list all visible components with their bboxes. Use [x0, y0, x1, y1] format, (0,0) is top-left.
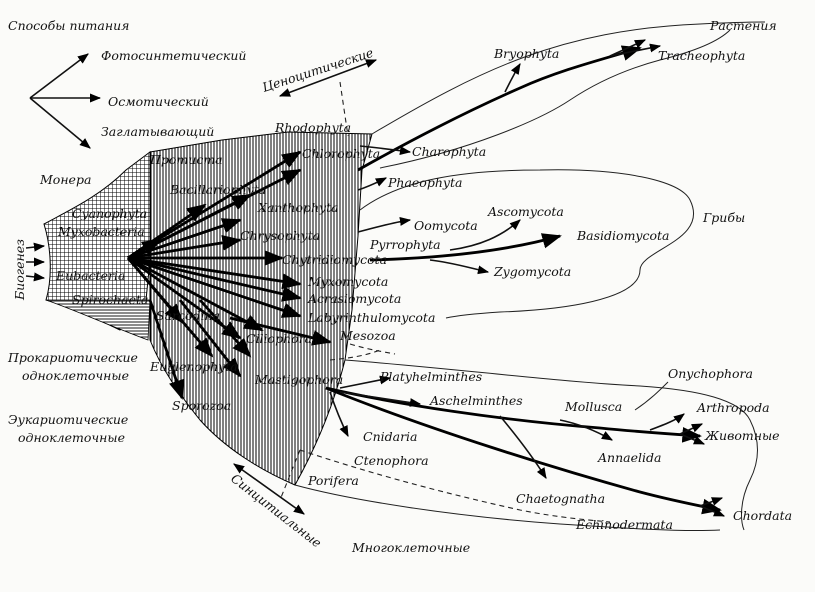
taxon-chlorophyta: Chlorophyta: [302, 146, 380, 161]
taxon-zygomycota: Zygomycota: [493, 264, 571, 279]
taxon-acrasiomycota: Acrasiomycota: [307, 291, 401, 306]
taxon-sporozoa: Sporozoa: [172, 398, 231, 413]
nutrition-arrows: [29, 53, 102, 149]
taxon-sarcodina: Sarcodina: [156, 308, 220, 323]
taxon-bryophyta: Bryophyta: [493, 46, 559, 61]
taxon-basidiomycota: Basidiomycota: [576, 228, 670, 243]
taxon-pyrrophyta: Pyrrophyta: [369, 237, 441, 252]
taxon-ciliophora: Ciliophora: [246, 331, 312, 346]
taxon-rhodophyta: Rhodophyta: [274, 120, 351, 135]
syncytial-double-arrow: [233, 463, 305, 515]
taxon-chytridiomycota: Chytridiomycota: [282, 252, 387, 267]
prokaryote-hline-region: [45, 299, 151, 341]
label-osmotic: Осмотический: [108, 94, 209, 109]
label-prokaryotic-2: одноклеточные: [22, 368, 129, 383]
label-biogenesis: Биогенез: [12, 239, 27, 301]
taxon-arthropoda: Arthropoda: [696, 400, 770, 415]
taxon-labyrinthulomycota: Labyrinthulomycota: [307, 310, 435, 325]
taxon-spirochaeta: Spirochaeta: [72, 292, 148, 307]
taxon-annaelida: Annaelida: [597, 450, 661, 465]
taxon-chaetognatha: Chaetognatha: [516, 491, 605, 506]
taxon-eubacteria: Eubacteria: [55, 268, 125, 283]
taxon-platyhelminthes: Platyhelminthes: [379, 369, 482, 384]
taxon-tracheophyta: Tracheophyta: [658, 48, 745, 63]
taxon-ctenophora: Ctenophora: [354, 453, 429, 468]
label-eukaryotic-2: одноклеточные: [18, 430, 125, 445]
label-prokaryotic-1: Прокариотические: [7, 350, 138, 365]
label-ingestive: Заглатывающий: [101, 124, 214, 139]
label-coenocytic: Ценоцитические: [260, 45, 375, 95]
label-monera: Монера: [39, 172, 91, 187]
taxon-oomycota: Oomycota: [414, 218, 478, 233]
taxon-echinodermata: Echinodermata: [575, 517, 673, 532]
taxon-porifera: Porifera: [307, 473, 359, 488]
label-photosynthetic: Фотосинтетический: [101, 48, 246, 63]
taxon-euglenophyta: Euglenophyta: [149, 359, 238, 374]
taxon-aschelminthes: Aschelminthes: [429, 393, 523, 408]
taxon-charophyta: Charophyta: [412, 144, 486, 159]
label-nutrition-modes: Способы питания: [8, 18, 129, 33]
taxon-cnidaria: Cnidaria: [363, 429, 418, 444]
coenocytic-double-arrow: [278, 59, 378, 97]
label-fungi: Грибы: [702, 210, 745, 225]
arrow-photosynthetic: [29, 53, 89, 99]
taxon-ascomycota: Ascomycota: [487, 204, 564, 219]
taxon-mollusca: Mollusca: [564, 399, 622, 414]
radiation-arrows: [126, 150, 332, 400]
taxon-chordata: Chordata: [733, 508, 792, 523]
arrow-ingestive: [29, 97, 91, 149]
taxon-bacillariophyta: Bacillariophyta: [169, 182, 266, 197]
taxon-mastigophora: Mastigophora: [254, 372, 343, 387]
animal-lineage: [279, 343, 758, 532]
plant-lineage: [339, 21, 766, 191]
label-protista: Протиста: [149, 152, 223, 167]
taxon-cyanophyta: Cyanophyta: [72, 206, 147, 221]
taxon-myxobacteria: Myxobacteria: [57, 224, 145, 239]
taxon-xanthophyta: Xanthophyta: [257, 200, 339, 215]
taxon-myxomycota: Myxomycota: [307, 274, 388, 289]
fungi-lineage: [357, 169, 694, 319]
label-eukaryotic-1: Эукариотические: [8, 412, 128, 427]
taxon-mesozoa: Mesozoa: [339, 328, 396, 343]
label-plants: Растения: [709, 18, 777, 33]
taxon-onychophora: Onychophora: [668, 366, 753, 381]
label-animals: Животные: [704, 428, 780, 443]
label-multicellular: Многоклеточные: [351, 540, 470, 555]
taxon-phaeophyta: Phaeophyta: [387, 175, 462, 190]
biogenesis-arrows: [25, 242, 46, 282]
taxon-chrysophyta: Chrysophyta: [240, 228, 320, 243]
